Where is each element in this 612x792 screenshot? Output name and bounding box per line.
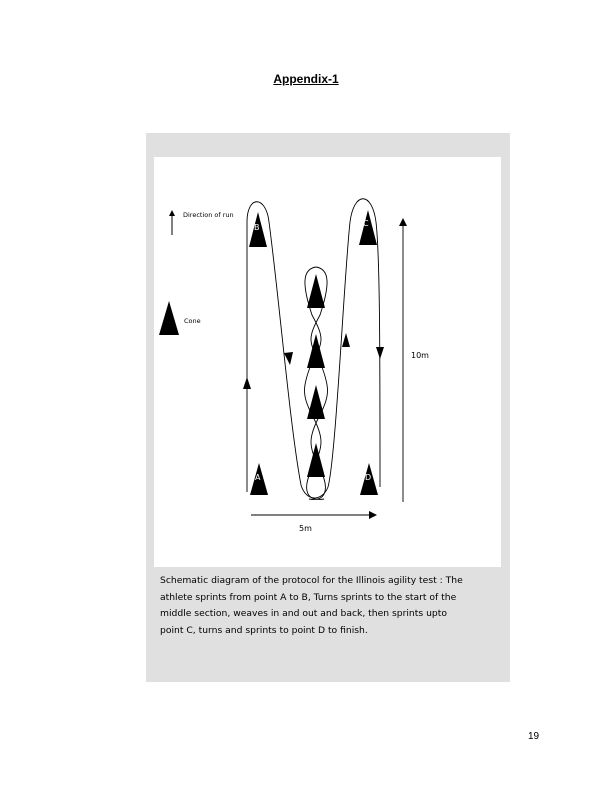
legend-cone-label: Cone xyxy=(184,317,201,325)
figure-caption: Schematic diagram of the protocol for th… xyxy=(160,573,480,639)
legend-cone-icon xyxy=(159,301,179,335)
running-path xyxy=(246,198,381,500)
cone-b xyxy=(249,212,267,247)
cone-a xyxy=(250,463,268,495)
path-arrow-down-2-icon xyxy=(376,347,384,359)
page-number: 19 xyxy=(528,731,540,742)
path-arrow-down-icon xyxy=(284,352,293,365)
caption-line: Schematic diagram of the protocol for th… xyxy=(160,575,463,586)
legend-direction-arrow-icon xyxy=(169,210,175,235)
caption-line: athlete sprints from point A to B, Turns… xyxy=(160,591,457,603)
width-label: 5m xyxy=(299,524,312,533)
page-title: Appendix-1 xyxy=(273,72,339,86)
cone-middle-2 xyxy=(307,334,325,368)
path-arrow-up-2-icon xyxy=(342,333,350,347)
path-arrow-up-icon xyxy=(243,377,251,389)
length-label: 10m xyxy=(411,351,429,360)
caption-line: middle section, weaves in and out and ba… xyxy=(160,608,447,619)
legend-direction-label: Direction of run xyxy=(183,211,234,219)
point-c-label: C xyxy=(363,219,369,228)
cone-middle-1 xyxy=(307,274,325,308)
illinois-agility-diagram: Direction of run Cone B C A D 10m 5m xyxy=(154,157,501,567)
point-d-label: D xyxy=(365,473,371,482)
diagram-svg: Direction of run Cone B C A D 10m 5m xyxy=(159,198,429,533)
cone-d xyxy=(360,463,378,495)
point-b-label: B xyxy=(254,223,260,232)
cone-middle-3 xyxy=(307,385,325,419)
point-a-label: A xyxy=(255,473,261,482)
cone-c xyxy=(359,210,377,245)
caption-line: point C, turns and sprints to point D to… xyxy=(160,624,368,636)
